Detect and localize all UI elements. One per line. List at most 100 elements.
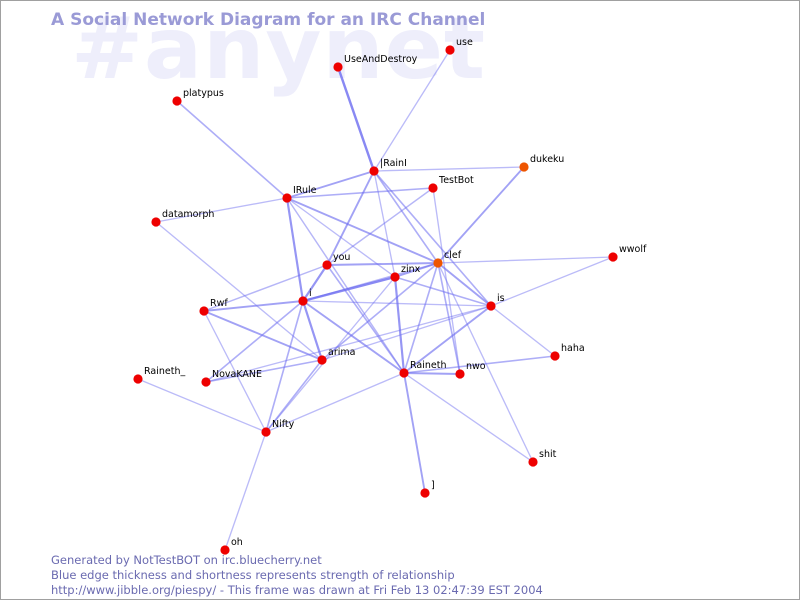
edge-Raineth-shit [403, 372, 534, 463]
edge-IRainI-IRule [286, 170, 375, 199]
node-label: IRule [293, 185, 317, 196]
node-dot [261, 427, 271, 437]
node-platypus: platypus [172, 88, 224, 106]
node-IRainI: |RainI [369, 158, 407, 176]
edge-Raineth_-Nifty [137, 378, 267, 433]
node-label: Rwf [210, 298, 228, 309]
node-dot [369, 166, 379, 176]
edge-i-arima [301, 299, 324, 362]
edge-zinx-i [301, 275, 397, 303]
node-dot [433, 258, 443, 268]
channel-watermark: #anynet [71, 0, 487, 99]
node-dot [201, 377, 211, 387]
edge-IRainI-dukeku [373, 166, 525, 172]
node-dot [199, 306, 209, 316]
node-label: UseAndDestroy [344, 54, 418, 65]
diagram-title: A Social Network Diagram for an IRC Chan… [51, 10, 486, 30]
node-label: you [333, 252, 350, 263]
footer-url-timestamp: http://www.jibble.org/piespy/ - This fra… [51, 583, 543, 597]
node-Raineth: Raineth [399, 360, 446, 378]
edge-wwolf-is [490, 256, 614, 307]
edge-IRainI-you [326, 170, 375, 266]
edge-IRule-datamorph [155, 197, 288, 223]
node-dot [455, 369, 465, 379]
node-label: dukeku [530, 154, 564, 165]
edge-i-is [302, 300, 492, 307]
edge-IRule-TestBot [286, 187, 434, 199]
node-you: you [322, 252, 350, 270]
node-clef: clef [433, 250, 462, 268]
edge-Raineth-nwo [403, 372, 461, 375]
node-dukeku: dukeku [519, 154, 564, 172]
edge-wwolf-clef [437, 256, 614, 264]
node-Rwf: Rwf [199, 298, 228, 316]
node-label: ] [431, 480, 435, 491]
node-dot [399, 368, 409, 378]
edge-you-clef [326, 262, 439, 266]
node-arima: arima [317, 347, 355, 365]
edge-zinx-Nifty [265, 276, 396, 433]
edge-Rwf-Nifty [203, 310, 267, 433]
node-label: clef [444, 250, 462, 261]
node-label: i [309, 288, 312, 299]
node-label: Raineth [410, 360, 446, 371]
node-dot [220, 545, 230, 555]
node-label: zinx [401, 264, 421, 275]
edge-zinx-Raineth [393, 275, 406, 375]
node-haha: haha [550, 343, 585, 361]
node-dot [528, 457, 538, 467]
node-dot [317, 355, 327, 365]
node-label: datamorph [162, 209, 214, 220]
node-dot [420, 488, 430, 498]
edge-clef-Raineth [403, 262, 439, 374]
edge-is-Raineth [403, 305, 492, 374]
node-dot [298, 296, 308, 306]
node-label: nwo [466, 361, 486, 372]
node-dot [133, 374, 143, 384]
edges-layer [137, 49, 614, 551]
edge-IRule-Raineth [286, 197, 405, 374]
edge-UseAndDestroy-IRainI [336, 65, 376, 173]
edge-clef-nwo [437, 262, 461, 375]
node-datamorph: datamorph [151, 209, 214, 227]
node-Nifty: Nifty [261, 419, 295, 437]
node-bracket: ] [420, 480, 435, 498]
edge-Raineth-haha [403, 355, 556, 374]
node-is: is [486, 293, 505, 311]
edge-IRainI-clef [373, 170, 439, 264]
edge-clef-is [437, 262, 492, 307]
edge-you-Raineth [326, 264, 405, 374]
node-label: TestBot [438, 175, 474, 186]
node-Raineth_: Raineth_ [133, 366, 185, 384]
edge-TestBot-nwo [432, 187, 461, 375]
edge-i-Rwf [203, 300, 304, 312]
node-label: |RainI [380, 158, 407, 169]
node-label: Raineth_ [144, 366, 185, 377]
node-label: arima [328, 347, 355, 358]
edge-clef-arima [321, 262, 439, 361]
edge-IRule-clef [286, 197, 439, 264]
edge-TestBot-you [326, 187, 434, 266]
node-nwo: nwo [455, 361, 486, 379]
edge-datamorph-arima [155, 221, 323, 361]
edge-i-Raineth [302, 300, 405, 374]
node-TestBot: TestBot [428, 175, 474, 193]
edge-is-NovaKANE [205, 305, 492, 383]
node-IRule: IRule [282, 185, 317, 203]
edge-IRule-i [285, 196, 305, 303]
node-dot [390, 272, 400, 282]
node-dot [151, 217, 161, 227]
node-label: wwolf [619, 244, 647, 255]
edge-platypus-IRule [176, 100, 288, 199]
node-shit: shit [528, 449, 557, 467]
node-label: oh [231, 537, 243, 548]
node-dot [550, 351, 560, 361]
edge-arima-Nifty [265, 359, 323, 433]
node-label: platypus [183, 88, 224, 99]
edge-Rwf-arima [203, 310, 323, 361]
node-UseAndDestroy: UseAndDestroy [333, 54, 418, 72]
edge-arima-NovaKANE [205, 359, 323, 383]
